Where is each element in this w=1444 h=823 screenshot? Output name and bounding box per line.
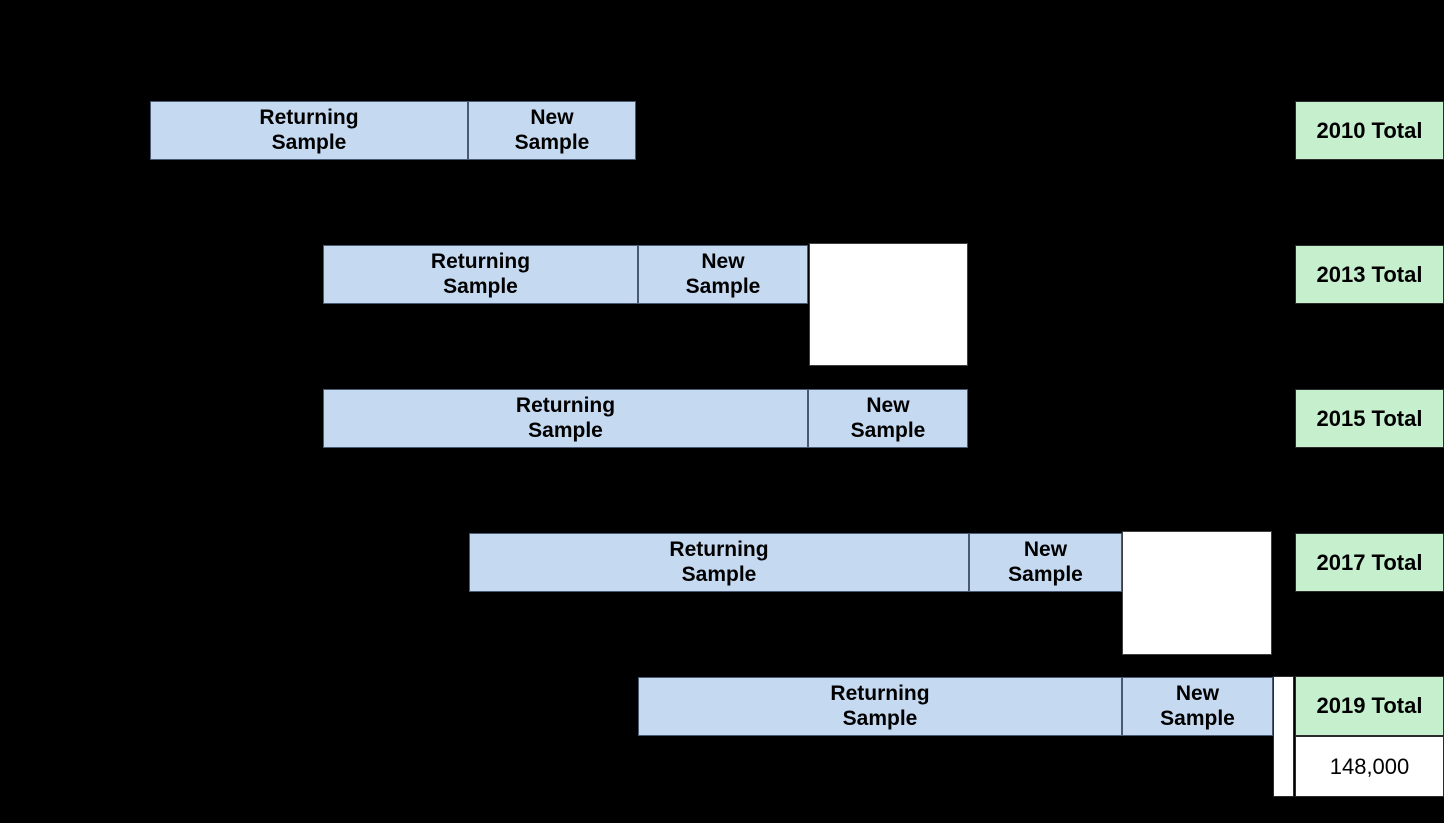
segment-label: New Sample (514, 105, 590, 154)
segment-label: Returning Sample (669, 537, 769, 586)
bar-segment-returning-2019: Returning Sample (638, 677, 1122, 736)
total-label-text: 2013 Total (1316, 261, 1423, 287)
total-label-2013: 2013 Total (1295, 245, 1444, 304)
total-value-text: 148,000 (1329, 753, 1410, 779)
total-label-text: 2019 Total (1316, 693, 1423, 719)
segment-label: Returning Sample (430, 249, 531, 298)
segment-label: Returning Sample (515, 393, 616, 442)
total-label-text: 2017 Total (1316, 549, 1423, 575)
blank-panel-2017 (1122, 531, 1272, 655)
total-label-2015: 2015 Total (1295, 389, 1444, 448)
total-label-2017: 2017 Total (1295, 533, 1444, 592)
total-label-text: 2010 Total (1316, 117, 1423, 143)
blank-strip-2019 (1273, 676, 1294, 797)
total-label-text: 2015 Total (1316, 405, 1423, 431)
bar-segment-returning-2013: Returning Sample (323, 245, 638, 304)
total-value-2019: 148,000 (1295, 736, 1444, 797)
segment-label: New Sample (685, 249, 761, 298)
segment-label: New Sample (1008, 537, 1083, 586)
segment-label: Returning Sample (259, 105, 359, 154)
total-label-2019: 2019 Total (1295, 676, 1444, 736)
segment-label: Returning Sample (830, 681, 930, 730)
bar-segment-returning-2017: Returning Sample (469, 533, 969, 592)
blank-panel-2013 (809, 243, 968, 366)
bar-segment-new-2015: New Sample (808, 389, 968, 448)
bar-segment-returning-2015: Returning Sample (323, 389, 808, 448)
bar-segment-new-2019: New Sample (1122, 677, 1273, 736)
bar-segment-new-2017: New Sample (969, 533, 1122, 592)
segment-label: New Sample (1160, 681, 1235, 730)
total-label-2010: 2010 Total (1295, 101, 1444, 160)
bar-segment-new-2010: New Sample (468, 101, 636, 160)
segment-label: New Sample (850, 393, 926, 442)
bar-segment-new-2013: New Sample (638, 245, 808, 304)
bar-segment-returning-2010: Returning Sample (150, 101, 468, 160)
